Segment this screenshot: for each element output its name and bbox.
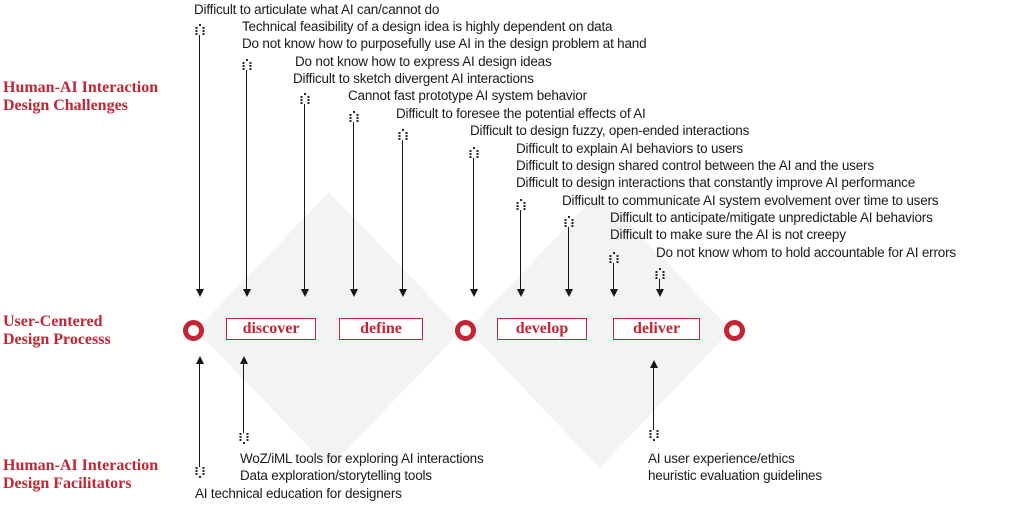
process-stage-box: deliver	[613, 318, 700, 340]
challenge-arrow	[515, 199, 526, 297]
arrow-dotted-tail-icon	[242, 442, 245, 444]
arrow-dotted-tail-icon	[652, 439, 655, 441]
challenge-label: Difficult to design shared control betwe…	[516, 158, 874, 173]
arrowhead-up-icon	[195, 356, 204, 364]
arrow-line	[303, 104, 306, 290]
arrow-line	[567, 227, 570, 290]
arrow-line	[658, 279, 661, 290]
arrowhead-down-icon	[300, 289, 309, 297]
challenge-label: Technical feasibility of a design idea i…	[242, 19, 613, 34]
section-label-process-line2: Design Processs	[3, 330, 111, 348]
process-node-circle	[454, 319, 476, 341]
facilitator-arrow	[194, 356, 205, 478]
arrow-dotted-tail-icon	[401, 129, 404, 131]
facilitator-label: heuristic evaluation guidelines	[648, 468, 822, 483]
arrow-dotted-tail-icon	[245, 59, 248, 61]
challenge-label: Do not know whom to hold accountable for…	[656, 245, 956, 260]
facilitator-label: AI technical education for designers	[195, 486, 402, 501]
challenge-arrow	[608, 252, 619, 297]
process-stage-box: define	[339, 318, 423, 340]
challenge-label: Difficult to articulate what AI can/cann…	[194, 2, 440, 17]
arrow-line	[401, 140, 404, 290]
arrowhead-down-icon	[469, 289, 478, 297]
arrow-line	[519, 210, 522, 290]
arrow-line	[198, 35, 201, 290]
arrow-line	[612, 263, 615, 290]
challenge-label: Difficult to design interactions that co…	[516, 175, 916, 190]
challenge-arrow	[241, 59, 252, 297]
challenge-arrow	[468, 147, 479, 297]
section-label-facilitators: Human-AI Interaction Design Facilitators	[3, 457, 158, 492]
arrowhead-down-icon	[242, 289, 251, 297]
challenge-arrow	[194, 24, 205, 297]
arrow-line	[472, 158, 475, 290]
arrowhead-down-icon	[564, 289, 573, 297]
process-stage-box: develop	[497, 318, 587, 340]
section-label-challenges: Human-AI Interaction Design Challenges	[3, 79, 158, 114]
facilitator-label: Data exploration/storytelling tools	[240, 468, 432, 483]
arrow-dotted-tail-icon	[303, 93, 306, 95]
facilitator-label: WoZ/iML tools for exploring AI interacti…	[240, 451, 484, 466]
arrow-line	[245, 70, 248, 290]
arrowhead-down-icon	[195, 289, 204, 297]
arrow-dotted-tail-icon	[352, 111, 355, 113]
challenge-label: Difficult to sketch divergent AI interac…	[293, 71, 534, 86]
challenge-label: Difficult to explain AI behaviors to use…	[516, 141, 743, 156]
section-label-facilitators-line2: Design Facilitators	[3, 474, 132, 492]
arrow-dotted-tail-icon	[658, 268, 661, 270]
arrowhead-down-icon	[516, 289, 525, 297]
challenge-label: Cannot fast prototype AI system behavior	[348, 88, 587, 103]
challenge-arrow	[397, 129, 408, 297]
section-label-challenges-line2: Design Challenges	[3, 96, 128, 114]
challenge-arrow	[348, 111, 359, 297]
section-label-process: User-Centered Design Processs	[3, 313, 111, 348]
challenge-label: Difficult to communicate AI system evolv…	[562, 193, 939, 208]
challenge-label: Do not know how to purposefully use AI i…	[242, 36, 647, 51]
arrowhead-down-icon	[398, 289, 407, 297]
challenge-arrow	[563, 216, 574, 297]
arrowhead-down-icon	[349, 289, 358, 297]
arrow-dotted-tail-icon	[612, 252, 615, 254]
arrow-line	[652, 367, 655, 430]
challenge-arrow	[654, 268, 665, 297]
challenge-label: Do not know how to express AI design ide…	[295, 54, 552, 69]
challenge-label: Difficult to anticipate/mitigate unpredi…	[610, 210, 933, 225]
arrowhead-up-icon	[649, 360, 658, 368]
arrow-line	[352, 122, 355, 290]
arrow-line	[198, 363, 201, 467]
arrow-dotted-tail-icon	[198, 476, 201, 478]
section-label-process-line1: User-Centered	[3, 313, 103, 330]
process-stage-box: discover	[226, 318, 316, 340]
process-node-circle	[182, 319, 204, 341]
section-label-facilitators-line1: Human-AI Interaction	[3, 457, 159, 474]
arrowhead-down-icon	[655, 289, 664, 297]
arrow-line	[242, 363, 245, 433]
arrowhead-up-icon	[239, 356, 248, 364]
arrow-dotted-tail-icon	[567, 216, 570, 218]
challenge-label: Difficult to foresee the potential effec…	[396, 106, 646, 121]
facilitator-arrow	[648, 360, 659, 441]
arrow-dotted-tail-icon	[472, 147, 475, 149]
arrow-dotted-tail-icon	[519, 199, 522, 201]
process-node-circle	[723, 319, 745, 341]
facilitator-label: AI user experience/ethics	[648, 451, 795, 466]
section-label-challenges-line1: Human-AI Interaction	[3, 79, 159, 96]
challenge-label: Difficult to make sure the AI is not cre…	[610, 227, 846, 242]
challenge-label: Difficult to design fuzzy, open-ended in…	[470, 123, 750, 138]
challenge-arrow	[299, 93, 310, 297]
arrowhead-down-icon	[609, 289, 618, 297]
facilitator-arrow	[238, 356, 249, 444]
arrow-dotted-tail-icon	[198, 24, 201, 26]
